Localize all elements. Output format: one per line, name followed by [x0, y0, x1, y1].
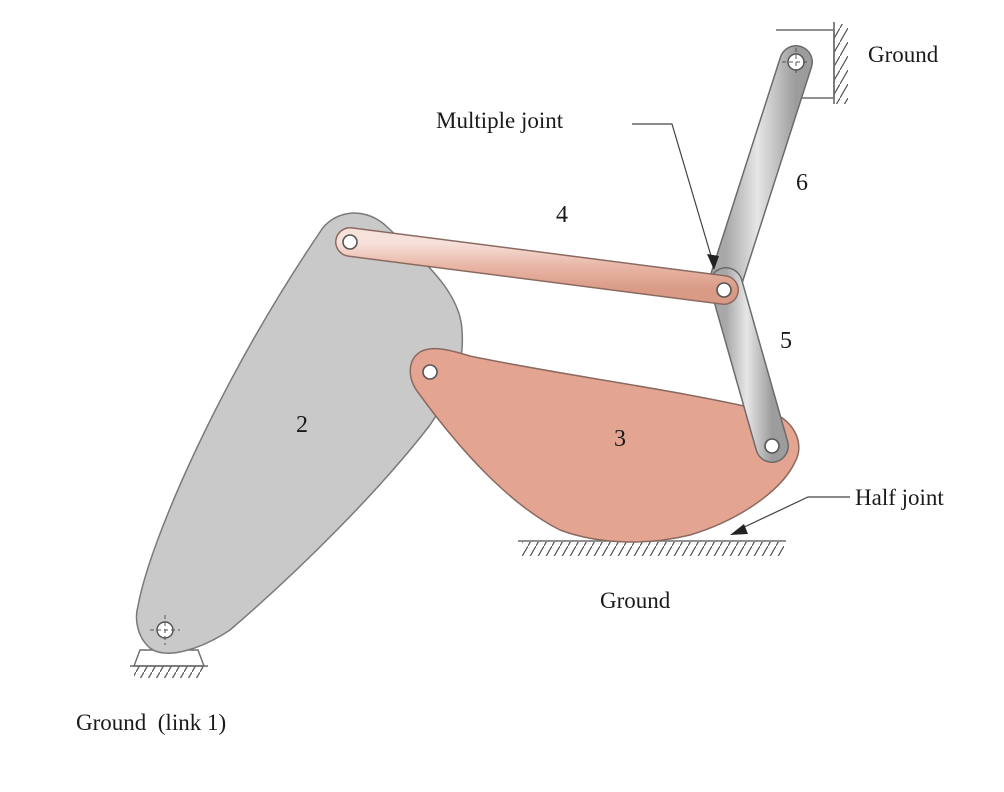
pivot-ground-link1 — [150, 615, 180, 645]
link-5-rod — [709, 267, 789, 463]
label-half-joint: Half joint — [855, 485, 944, 510]
pin-joint-3-5 — [764, 438, 780, 454]
pin-joint-multiple — [716, 282, 732, 298]
link-2-body — [135, 212, 464, 654]
pin-joint-2-3 — [422, 364, 438, 380]
label-ground-top-right: Ground — [868, 42, 939, 67]
link-6-rod — [709, 45, 813, 297]
label-multiple-joint: Multiple joint — [436, 108, 564, 133]
label-link-3: 3 — [614, 426, 626, 452]
pivot-ground-top — [782, 48, 810, 76]
ground-surface-center — [518, 540, 786, 556]
link-4-rod — [335, 227, 739, 305]
label-link-2: 2 — [296, 412, 308, 438]
label-link-4: 4 — [556, 202, 568, 228]
pin-joint-2-4 — [342, 234, 358, 250]
label-link-6: 6 — [796, 170, 808, 196]
leader-half-joint — [730, 496, 850, 535]
leader-multiple-joint — [632, 123, 719, 270]
label-ground-center: Ground — [600, 588, 671, 613]
ground-support-link1 — [130, 649, 208, 678]
label-ground-link1: Ground (link 1) — [76, 710, 226, 735]
link-3-body — [409, 347, 800, 543]
label-link-5: 5 — [780, 328, 792, 354]
ground-support-top — [776, 22, 848, 104]
